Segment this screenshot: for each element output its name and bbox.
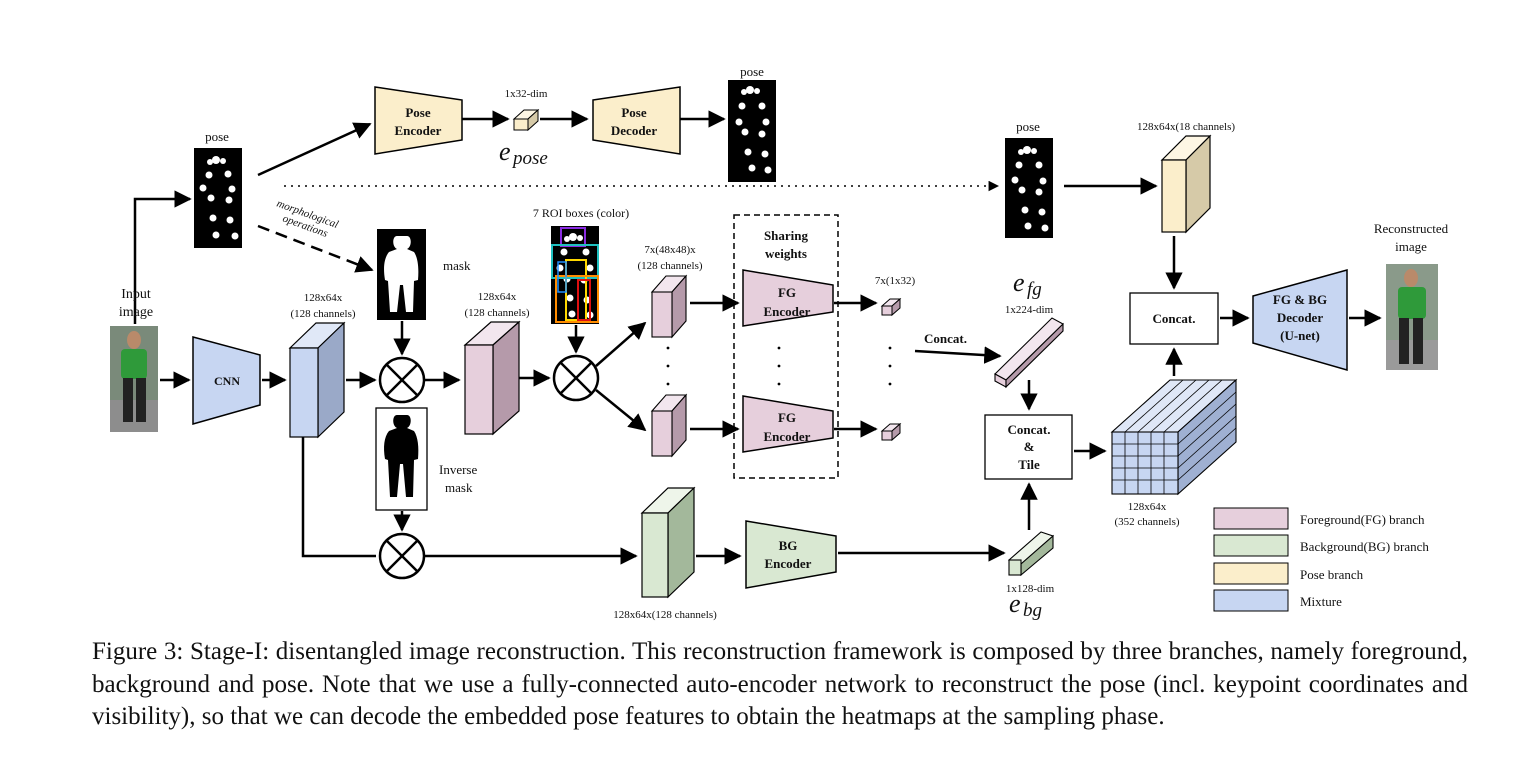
pose-heatmap-decoded — [728, 80, 776, 182]
roi-boxes-image — [551, 226, 599, 324]
svg-text:1x224-dim: 1x224-dim — [1005, 304, 1054, 316]
sharing-weights-box — [733, 214, 839, 479]
svg-text:mask: mask — [445, 480, 473, 495]
svg-text:128x64x(128 channels): 128x64x(128 channels) — [613, 609, 717, 621]
svg-text:128x64x(18 channels): 128x64x(18 channels) — [1137, 121, 1235, 133]
pose-decoder-block: Pose Decoder — [592, 86, 681, 155]
svg-text:Sharing: Sharing — [764, 228, 809, 243]
multiply-node-mask — [378, 356, 426, 404]
legend-item-background: Background(BG) branch — [1213, 534, 1429, 557]
fg-encoder-block-2: FG Encoder — [742, 395, 834, 453]
svg-text:Foreground(FG) branch: Foreground(FG) branch — [1300, 512, 1425, 527]
svg-text:Mixture: Mixture — [1300, 594, 1342, 609]
svg-text:pose: pose — [740, 64, 764, 79]
svg-text:7x(48x48)x: 7x(48x48)x — [644, 244, 696, 256]
legend-item-pose: Pose branch — [1213, 562, 1364, 585]
tiled-feature-tensor — [1110, 378, 1238, 496]
ellipsis-dots — [666, 346, 892, 386]
pose-heatmap-input — [194, 148, 242, 248]
svg-text:e: e — [1009, 589, 1021, 618]
diagram-labels: Input image pose pose pose 1x32-dim e po… — [119, 64, 1449, 621]
svg-text:Concat.: Concat. — [924, 331, 967, 346]
fg-output-cube-2 — [880, 422, 902, 442]
concat-tile-block: Concat. & Tile — [984, 414, 1073, 480]
svg-text:(128 channels): (128 channels) — [637, 260, 702, 272]
connections — [133, 110, 1382, 565]
pose-encoder-block: Pose Encoder — [374, 86, 463, 155]
fg-bg-decoder-block: FG & BG Decoder (U-net) — [1252, 269, 1348, 371]
svg-text:128x64x: 128x64x — [1128, 501, 1167, 513]
svg-text:image: image — [1395, 239, 1427, 254]
svg-text:weights: weights — [765, 246, 807, 261]
svg-text:Background(BG) branch: Background(BG) branch — [1300, 539, 1429, 554]
svg-text:Encoder: Encoder — [764, 429, 811, 444]
svg-text:Concat.: Concat. — [1153, 311, 1196, 326]
svg-text:128x64x: 128x64x — [304, 292, 343, 304]
multiply-node-inverse — [378, 532, 426, 580]
legend: Foreground(FG) branch Background(BG) bra… — [1213, 507, 1429, 612]
svg-text:FG: FG — [778, 285, 796, 300]
svg-text:Encoder: Encoder — [395, 123, 442, 138]
svg-text:Tile: Tile — [1018, 457, 1040, 472]
bg-embedding-bar — [1007, 531, 1055, 577]
fg-output-cube-1 — [880, 297, 902, 317]
svg-text:CNN: CNN — [214, 374, 240, 388]
svg-text:Encoder: Encoder — [764, 304, 811, 319]
svg-text:1x32-dim: 1x32-dim — [505, 88, 548, 100]
svg-text:Inverse: Inverse — [439, 462, 477, 477]
svg-text:7 ROI boxes (color): 7 ROI boxes (color) — [533, 206, 629, 220]
svg-text:Pose branch: Pose branch — [1300, 567, 1364, 582]
svg-text:pose: pose — [1016, 119, 1040, 134]
svg-text:e: e — [1013, 268, 1025, 297]
pose-feature-map — [1160, 134, 1212, 234]
svg-text:Decoder: Decoder — [1277, 310, 1323, 325]
svg-text:Concat.: Concat. — [1008, 422, 1051, 437]
masked-feature-map — [463, 320, 521, 436]
svg-text:pose: pose — [205, 129, 229, 144]
svg-text:FG & BG: FG & BG — [1273, 292, 1327, 307]
fg-encoder-block-1: FG Encoder — [742, 269, 834, 327]
svg-text:Input: Input — [121, 287, 151, 302]
fg-embedding-bar — [994, 317, 1064, 389]
svg-text:image: image — [119, 305, 153, 320]
svg-text:Reconstructed: Reconstructed — [1374, 221, 1449, 236]
svg-text:e: e — [499, 137, 511, 166]
inverse-mask-image — [375, 407, 428, 511]
input-image — [110, 326, 158, 432]
pose-heatmap-right — [1005, 138, 1053, 238]
svg-text:Pose: Pose — [405, 105, 431, 120]
svg-text:bg: bg — [1023, 600, 1042, 621]
svg-text:7x(1x32): 7x(1x32) — [875, 275, 916, 287]
svg-text:Pose: Pose — [621, 105, 647, 120]
roi-feature-map-1 — [650, 274, 688, 339]
svg-text:fg: fg — [1027, 279, 1042, 300]
bg-feature-map — [640, 486, 696, 599]
concat-block: Concat. — [1129, 292, 1219, 345]
figure-caption: Figure 3: Stage-I: disentangled image re… — [92, 638, 1468, 730]
svg-text:pose: pose — [511, 148, 548, 169]
multiply-node-roi — [552, 354, 600, 402]
cnn-block: CNN — [192, 336, 261, 425]
svg-text:(128 channels): (128 channels) — [290, 308, 355, 320]
svg-text:Decoder: Decoder — [611, 123, 657, 138]
mask-image — [377, 229, 426, 320]
cnn-feature-map — [288, 321, 346, 439]
svg-text:(352 channels): (352 channels) — [1114, 516, 1179, 528]
roi-feature-map-2 — [650, 393, 688, 458]
legend-item-foreground: Foreground(FG) branch — [1213, 507, 1425, 530]
svg-text:128x64x: 128x64x — [478, 291, 517, 303]
bg-encoder-block: BG Encoder — [745, 520, 837, 589]
svg-text:Encoder: Encoder — [765, 556, 812, 571]
svg-text:FG: FG — [778, 410, 796, 425]
legend-item-mixture: Mixture — [1213, 589, 1342, 612]
svg-text:mask: mask — [443, 258, 471, 273]
svg-text:BG: BG — [779, 538, 798, 553]
svg-text:&: & — [1024, 439, 1035, 454]
svg-text:1x128-dim: 1x128-dim — [1006, 583, 1055, 595]
pose-embedding-cube — [512, 108, 540, 132]
reconstructed-image — [1386, 264, 1438, 370]
svg-text:(U-net): (U-net) — [1280, 328, 1320, 343]
svg-text:(128 channels): (128 channels) — [464, 307, 529, 319]
